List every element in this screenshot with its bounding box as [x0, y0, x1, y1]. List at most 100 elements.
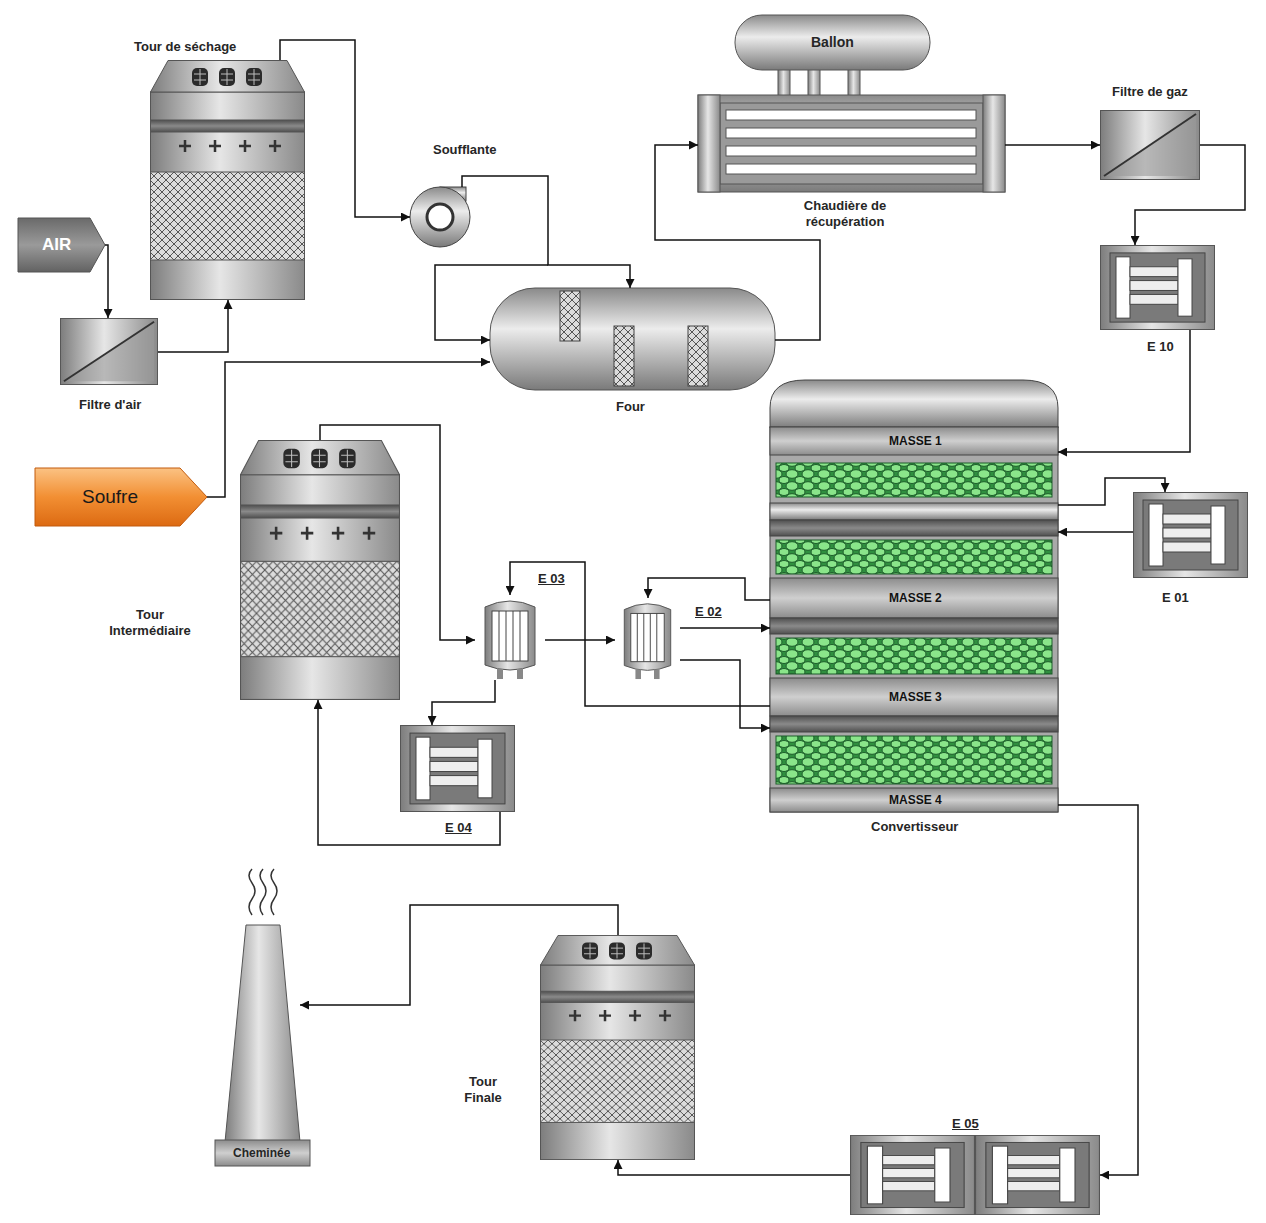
equipment-label: MASSE 4	[889, 793, 942, 807]
pipe-connector	[1005, 145, 1100, 146]
furnace-art	[614, 326, 634, 386]
pipe-connector	[545, 640, 615, 641]
chimney-art	[215, 1140, 310, 1166]
equipment-label: Filtre d'air	[79, 397, 141, 413]
pipe-connector	[1135, 145, 1245, 245]
steam-drum-art	[848, 68, 860, 96]
catalyst-bed: MASSE 2	[770, 520, 1058, 618]
furnace-art	[490, 288, 775, 390]
equipment-label: Cheminée	[233, 1146, 290, 1160]
drying-tower: Tour de séchage	[150, 60, 305, 300]
intermediate-tower: Tour Intermédiaire	[240, 440, 400, 700]
equipment-label: Filtre de gaz	[1112, 84, 1188, 100]
exchanger-art	[976, 1135, 1100, 1214]
equipment-label: Soufflante	[433, 142, 497, 158]
steam-drum-art	[735, 15, 930, 96]
pipe-connector	[1058, 805, 1138, 1175]
catalyst-bed: MASSE 4	[770, 716, 1058, 812]
boiler-art	[698, 95, 1005, 192]
steam-drum-art	[735, 15, 930, 70]
converter: MASSE 1MASSE 2MASSE 3MASSE 4Convertisseu…	[770, 380, 1058, 812]
pipe-connector	[1058, 532, 1133, 533]
intermediate-tower-art	[241, 441, 400, 700]
converter-art	[776, 638, 1052, 674]
furnace: Four	[490, 288, 775, 390]
furnace-art	[490, 288, 775, 390]
equipment-label: Tour Intermédiaire	[100, 607, 200, 638]
boiler-art	[726, 164, 976, 174]
pipe-connector	[105, 245, 108, 318]
pipe-connector	[618, 1160, 850, 1175]
converter-art	[776, 540, 1052, 574]
boiler-art	[983, 95, 1005, 192]
equipment-label: E 02	[695, 604, 722, 620]
pipe-connector	[207, 362, 490, 497]
pipe-connector	[1058, 531, 1133, 533]
chimney-art	[225, 925, 300, 1142]
pipe-connector	[432, 680, 495, 725]
pipe-connector	[510, 562, 770, 706]
converter-art	[776, 463, 1052, 497]
pipe-connector	[158, 300, 228, 352]
pipe-connector	[1058, 805, 1138, 1175]
pipe-connector	[545, 639, 615, 641]
pipe-connector	[462, 176, 630, 288]
pipe-connector	[655, 145, 820, 340]
pipe-connector	[280, 40, 410, 217]
boiler-art	[698, 95, 1005, 192]
pipe-connector	[655, 145, 820, 340]
pipe-connector	[207, 362, 490, 497]
boiler-art	[698, 95, 720, 192]
shell-exchanger: E 03	[475, 595, 545, 680]
exchanger-art	[401, 726, 515, 812]
air-filter: Filtre d'air	[60, 318, 158, 385]
gas-filter: Filtre de gaz	[1100, 110, 1200, 180]
pipe-connector	[648, 578, 770, 600]
chimney: Cheminée	[215, 920, 300, 1165]
blower-art	[410, 187, 470, 247]
boiler-art	[726, 146, 976, 156]
pipe-connector	[680, 660, 770, 728]
furnace-art	[560, 291, 580, 341]
sulfur-feed: Soufre	[35, 468, 207, 526]
pipe-connector	[158, 300, 228, 352]
pipe-connector	[510, 562, 770, 706]
equipment-label: E 10	[1147, 339, 1174, 355]
pipe-connector	[618, 1160, 850, 1175]
chimney-art	[249, 869, 277, 915]
shell-exchanger: E 02	[615, 598, 680, 680]
blower: Soufflante	[410, 187, 470, 247]
equipment-label: Tour de séchage	[134, 39, 236, 55]
boiler-art	[720, 103, 983, 184]
converter-art	[770, 427, 1058, 812]
converter-art	[770, 716, 1058, 732]
final-tower-art	[541, 935, 695, 1159]
equipment-label: MASSE 3	[889, 690, 942, 704]
pipe-connector	[1005, 144, 1100, 146]
boiler-art	[726, 110, 976, 120]
catalyst-bed: MASSE 1	[770, 427, 1058, 520]
pipe-connector	[320, 425, 475, 640]
pipe-connector	[435, 176, 630, 340]
filter-art	[1101, 111, 1200, 180]
equipment-label: E 04	[445, 820, 472, 836]
pipe-connector	[300, 905, 618, 1005]
pipe-connector	[680, 660, 770, 728]
pipe-connector	[1058, 330, 1190, 452]
final-tower-art	[541, 935, 695, 1159]
pipe-connector	[1058, 330, 1190, 452]
exchanger-art	[851, 1135, 975, 1214]
furnace-art	[688, 326, 708, 386]
equipment-label: Convertisseur	[871, 819, 958, 835]
converter-art	[770, 618, 1058, 634]
sulfur-feed-art	[35, 468, 207, 526]
chimney-art	[215, 869, 310, 1166]
catalyst-bed: MASSE 3	[770, 618, 1058, 716]
equipment-label: Tour Finale	[453, 1074, 513, 1105]
equipment-label: E 03	[538, 571, 565, 587]
converter-art	[770, 678, 1058, 716]
pipe-connector	[1058, 478, 1165, 505]
steam-drum-art	[808, 68, 820, 96]
